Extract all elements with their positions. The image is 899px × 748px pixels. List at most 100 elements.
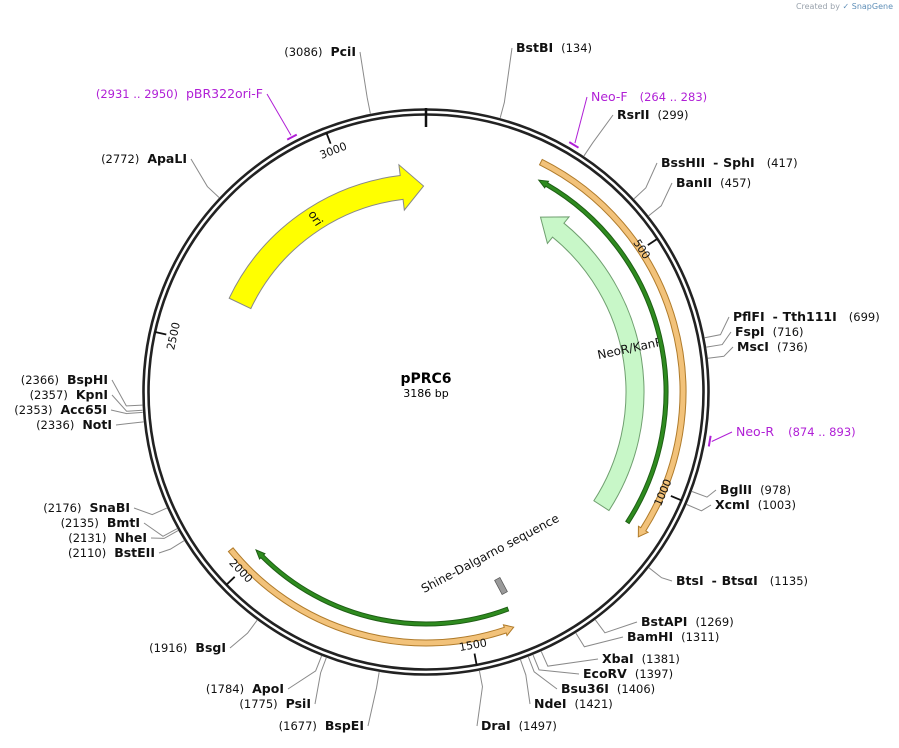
primer-pbr322ori-f[interactable]: pBR322ori-F (2931 .. 2950) — [96, 86, 298, 141]
site-name: ApoI — [252, 681, 284, 696]
site-name: MscI — [737, 339, 769, 354]
feature-arrow — [255, 548, 510, 627]
plasmid-name: pPRC6 — [400, 371, 451, 387]
site-msci[interactable]: MscI(736) — [707, 339, 808, 359]
site-noti[interactable]: NotI(2336) — [36, 417, 144, 432]
site-leader-line — [648, 567, 673, 582]
primer-neo-f[interactable]: Neo-F(264 .. 283) — [568, 89, 708, 149]
plasmid-length: 3186 bp — [403, 387, 448, 400]
neor-kanr-arrow — [539, 216, 645, 512]
site-fspi[interactable]: FspI (716) — [706, 324, 804, 348]
site-bspei[interactable]: BspEI (1677) — [279, 672, 380, 733]
site-name: BstBI — [516, 40, 553, 55]
site-name: BsgI — [195, 640, 226, 655]
site-bsgi[interactable]: BsgI(1916) — [149, 620, 258, 655]
site-acc65i[interactable]: Acc65I(2353) — [14, 402, 143, 417]
site-banii[interactable]: BanII(457) — [648, 175, 751, 217]
tick-mark — [154, 331, 167, 336]
site-bamhi[interactable]: BamHI(1311) — [575, 629, 719, 648]
site-leader-line — [532, 654, 580, 675]
site-leader-line — [367, 672, 380, 727]
site-position: (3086) — [284, 45, 322, 59]
site-pflfi[interactable]: PflFI-Tth111I(699) — [704, 309, 880, 339]
site-nhei[interactable]: NheI(2131) — [68, 530, 179, 545]
site-leader-line — [691, 489, 717, 498]
feature-arrow — [538, 158, 687, 538]
site-position: (299) — [658, 108, 689, 122]
site-position: (1135) — [770, 574, 808, 588]
site-pcii[interactable]: PciI(3086) — [284, 44, 371, 114]
site-name: FspI — [735, 324, 765, 339]
site-bstapi[interactable]: BstAPI(1269) — [594, 614, 734, 634]
site-leader-line — [111, 394, 143, 412]
site-name-separator: - — [712, 573, 717, 588]
site-xcmi[interactable]: XcmI(1003) — [686, 497, 796, 512]
site-bglii[interactable]: BglII(978) — [691, 482, 791, 498]
site-position: (134) — [561, 41, 592, 55]
site-position: (2135) — [61, 516, 99, 530]
site-position: (1003) — [758, 498, 796, 512]
shine-dalgarno-box — [494, 577, 508, 595]
site-bsphi[interactable]: BspHI (2366) — [21, 372, 143, 407]
site-leader-line — [594, 619, 638, 634]
site-apoi[interactable]: ApoI(1784) — [206, 655, 323, 696]
site-name: Bsu36I — [561, 681, 609, 696]
site-name: NotI — [82, 417, 112, 432]
site-name: PsiI — [286, 696, 311, 711]
site-bsu36i[interactable]: Bsu36I(1406) — [527, 656, 655, 696]
site-leader-line — [707, 346, 734, 359]
site-leader-line — [158, 540, 185, 554]
site-position: (2366) — [21, 373, 59, 387]
site-kpni[interactable]: KpnI(2357) — [30, 387, 143, 412]
site-name: EcoRV — [583, 666, 627, 681]
primer-name: pBR322ori-F — [186, 86, 263, 101]
tick-mark — [473, 653, 478, 666]
site-position: (699) — [849, 310, 880, 324]
site-psii[interactable]: PsiI(1775) — [239, 657, 327, 711]
site-rsrii[interactable]: RsrII(299) — [583, 107, 689, 157]
site-leader-line — [499, 47, 513, 118]
site-snabi[interactable]: SnaBI(2176) — [43, 500, 168, 516]
ori-arrow — [228, 163, 425, 310]
site-leader-line — [527, 656, 558, 690]
site-leader-line — [110, 409, 143, 415]
site-position: (1421) — [575, 697, 613, 711]
site-position: (2110) — [68, 546, 106, 560]
site-bstbi[interactable]: BstBI (134) — [499, 40, 592, 118]
credit-prefix: Created by — [795, 2, 840, 11]
feature-arrow — [537, 179, 669, 525]
site-bmti[interactable]: BmtI(2135) — [61, 515, 178, 537]
site-bsshii[interactable]: BssHII-SphI(417) — [633, 155, 798, 200]
site-leader-line — [133, 507, 168, 516]
tick-mark — [325, 132, 332, 145]
site-position: (1677) — [279, 719, 317, 733]
site-btsi[interactable]: BtsI-BtsαI(1135) — [648, 567, 808, 588]
site-ecorv[interactable]: EcoRV(1397) — [532, 654, 673, 681]
site-leader-line — [229, 620, 258, 649]
primer-bar — [707, 435, 712, 447]
site-name: NheI — [115, 530, 148, 545]
site-bsteii[interactable]: BstEII(2110) — [68, 540, 185, 560]
tick-label: 1500 — [458, 636, 488, 654]
site-name: BspHI — [67, 372, 108, 387]
site-name-separator: - — [713, 155, 718, 170]
site-name: BglII — [720, 482, 752, 497]
site-name-separator: - — [773, 309, 778, 324]
primer-neo-r[interactable]: Neo-R(874 .. 893) — [707, 424, 856, 447]
site-name: NdeI — [534, 696, 567, 711]
site-name: BssHII — [661, 155, 705, 170]
site-name: XbaI — [602, 651, 634, 666]
primer-range: (2931 .. 2950) — [96, 87, 178, 101]
site-position: (716) — [773, 325, 804, 339]
snapgene-credit: Created by ✓ SnapGene — [796, 2, 893, 11]
site-name: BstAPI — [641, 614, 687, 629]
site-xbai[interactable]: XbaI(1381) — [540, 651, 680, 667]
site-name: BspEI — [325, 718, 364, 733]
site-apali[interactable]: ApaLI(2772) — [101, 151, 220, 198]
tick-label: 3000 — [318, 140, 349, 162]
site-drai[interactable]: DraI(1497) — [476, 670, 557, 733]
site-ndei[interactable]: NdeI (1421) — [520, 659, 613, 711]
primer-range: (264 .. 283) — [640, 90, 708, 104]
site-name: PflFI — [733, 309, 765, 324]
